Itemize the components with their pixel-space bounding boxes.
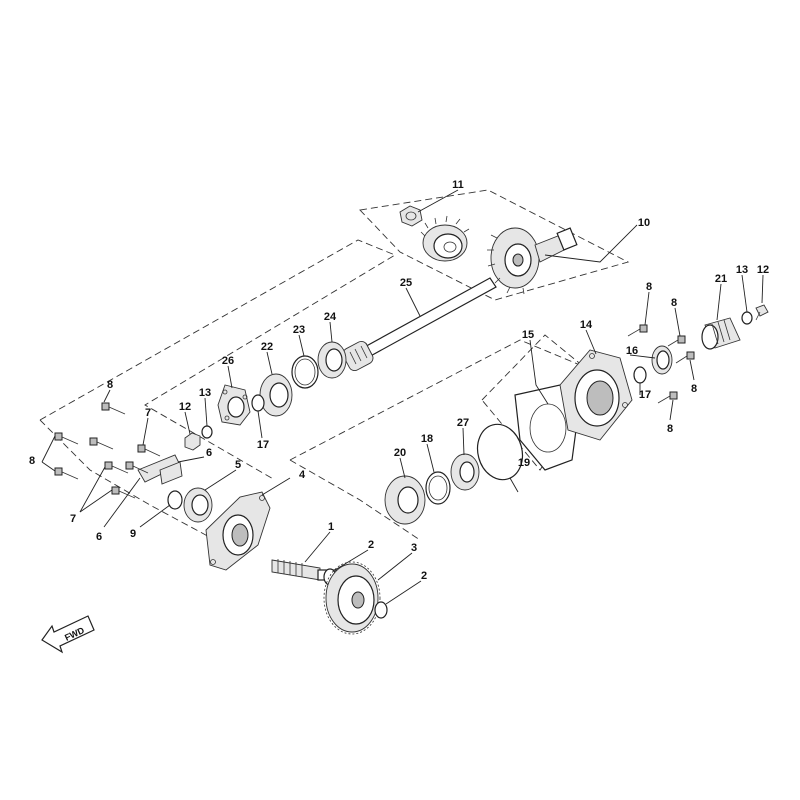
pinion-group-boundary — [359, 189, 630, 301]
lower-boundary — [289, 459, 421, 541]
callout-2-upper: 2 — [368, 539, 374, 551]
front-housing-boundary — [39, 239, 397, 481]
bolts — [54, 324, 695, 499]
part-5-bearing — [183, 487, 213, 523]
part-25-shaft — [342, 277, 497, 372]
assembly-boundaries — [39, 189, 630, 541]
part-12-bolt-right — [755, 304, 769, 321]
part-26-flange — [217, 384, 251, 426]
callout-21: 21 — [715, 273, 727, 285]
callout-7-top: 7 — [145, 407, 151, 419]
part-6-plate — [137, 454, 183, 485]
callout-8-right-a: 8 — [646, 281, 652, 293]
part-24-bearing — [317, 341, 347, 379]
part-27-bearing — [450, 453, 480, 491]
callout-8-right-c: 8 — [691, 383, 697, 395]
fwd-arrow-icon: FWD — [41, 615, 95, 654]
callout-11: 11 — [452, 179, 464, 191]
callout-6-lower: 6 — [96, 531, 102, 543]
callout-10: 10 — [638, 217, 650, 229]
part-12-nut-left — [184, 432, 201, 451]
part-23-ring — [291, 355, 319, 389]
bolt-8-r3 — [675, 351, 695, 364]
callout-17-right: 17 — [639, 389, 651, 401]
bolt-8-mid1 — [54, 432, 79, 445]
part-2-circlip-lower — [374, 601, 388, 619]
part-10-small-bevel-gear — [420, 215, 470, 262]
bolt-7-d — [111, 486, 136, 499]
callout-14: 14 — [580, 319, 593, 331]
callout-8-left: 8 — [29, 455, 35, 467]
part-21-coupler — [701, 317, 741, 350]
callout-12-right: 12 — [757, 264, 769, 276]
bolt-7-b — [104, 461, 129, 474]
callout-13-right: 13 — [736, 264, 748, 276]
part-11-nut — [399, 205, 423, 227]
part-13-washer-left — [201, 425, 213, 439]
callout-17-left: 17 — [257, 439, 269, 451]
bolt-8-top — [101, 402, 126, 415]
part-10-large-bevel-gear — [487, 227, 578, 295]
callout-25: 25 — [400, 277, 412, 289]
callout-18: 18 — [421, 433, 433, 445]
callout-12-left: 12 — [179, 401, 191, 413]
bolt-8-r1 — [627, 324, 648, 337]
bolt-8-mid2 — [89, 437, 114, 450]
rear-bearing-boundary — [289, 339, 581, 461]
callout-2-lower: 2 — [421, 570, 427, 582]
bolt-8-low — [54, 467, 79, 480]
callout-7-lower: 7 — [70, 513, 76, 525]
callout-1: 1 — [328, 521, 334, 533]
part-9-o-ring — [167, 490, 183, 510]
callout-23: 23 — [293, 324, 305, 336]
leader-lines — [41, 189, 764, 605]
callout-24: 24 — [324, 311, 337, 323]
callout-9: 9 — [130, 528, 136, 540]
callout-5: 5 — [235, 459, 241, 471]
callout-13-left: 13 — [199, 387, 211, 399]
callout-20: 20 — [394, 447, 406, 459]
callout-8-right-d: 8 — [667, 423, 673, 435]
callout-8-top-left: 8 — [107, 379, 113, 391]
part-16-seal — [651, 345, 673, 375]
callout-16: 16 — [626, 345, 638, 357]
bolt-8-r2 — [667, 335, 686, 347]
part-19-o-ring — [476, 423, 524, 481]
part-14-rear-housing — [559, 349, 633, 441]
callouts: 11 10 25 24 23 22 26 13 12 17 8 7 8 6 5 … — [29, 179, 769, 582]
front-bolt-boundary — [39, 419, 216, 541]
callout-15: 15 — [522, 329, 534, 341]
callout-26: 26 — [222, 355, 234, 367]
part-3-spur-gear — [323, 561, 381, 635]
bolt-7-c — [125, 461, 149, 474]
callout-19: 19 — [518, 457, 530, 469]
callout-8-right-b: 8 — [671, 297, 677, 309]
part-17-o-ring-right — [633, 366, 647, 384]
bolt-7-a — [137, 444, 161, 457]
part-13-washer-right — [741, 311, 753, 325]
callout-22: 22 — [261, 341, 273, 353]
callout-4: 4 — [299, 469, 306, 481]
part-17-o-ring-left — [251, 394, 265, 412]
callout-3: 3 — [411, 542, 417, 554]
part-20-bearing — [384, 475, 426, 525]
callout-6-upper: 6 — [206, 447, 212, 459]
part-4-front-housing — [205, 491, 271, 571]
part-22-bearing — [259, 373, 293, 417]
part-18-ring — [425, 471, 451, 505]
bolt-8-r4 — [657, 391, 678, 404]
callout-27: 27 — [457, 417, 469, 429]
